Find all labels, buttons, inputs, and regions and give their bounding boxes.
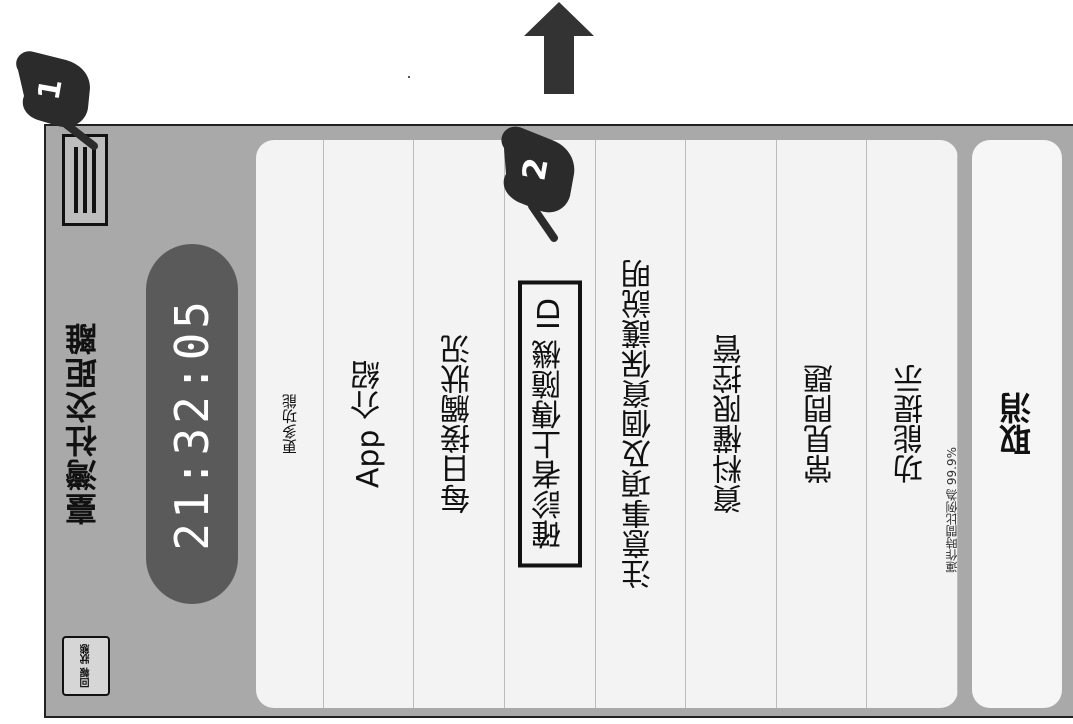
- menu-item-faq[interactable]: 常見問題: [777, 140, 868, 708]
- menu-item-app-intro[interactable]: App 介紹: [324, 140, 415, 708]
- arrow-up-icon: [524, 2, 594, 94]
- menu-item-data-permissions[interactable]: 資料權限控管: [686, 140, 777, 708]
- timer-text: 21:32:05: [165, 297, 219, 551]
- menu-line-icon: [92, 147, 96, 213]
- menu-line-icon: [83, 147, 87, 213]
- timer-pill: 21:32:05: [146, 244, 238, 604]
- action-sheet-header: 更多功能: [256, 140, 324, 708]
- menu-line-icon: [74, 147, 78, 213]
- status-report-button[interactable]: 回報 狀態: [62, 636, 110, 696]
- menu-item-feature-tips[interactable]: 功能提示: [867, 140, 958, 708]
- menu-item-upload-random-id[interactable]: 確診者上傳隨機 ID: [505, 140, 596, 708]
- menu-item-privacy-notes[interactable]: 注意事項及個資保護說明: [596, 140, 687, 708]
- hamburger-menu-button[interactable]: [62, 134, 108, 226]
- action-sheet-title: 更多功能: [280, 394, 299, 454]
- action-sheet: 更多功能 App 介紹 每日接觸狀況 確診者上傳隨機 ID 注意事項及個資保護說…: [256, 140, 958, 708]
- status-report-label: 回報 狀態: [80, 644, 92, 688]
- pointing-hand-icon: 2: [501, 126, 575, 242]
- menu-item-daily-contact[interactable]: 每日接觸狀況: [414, 140, 505, 708]
- app-title: 臺灣社交距離: [64, 321, 102, 525]
- cancel-button[interactable]: 取消: [972, 140, 1062, 708]
- pointing-hand-icon: 1: [16, 51, 98, 150]
- version-note: 運作時間比例為 99.9%: [944, 447, 959, 573]
- speck: [408, 76, 410, 78]
